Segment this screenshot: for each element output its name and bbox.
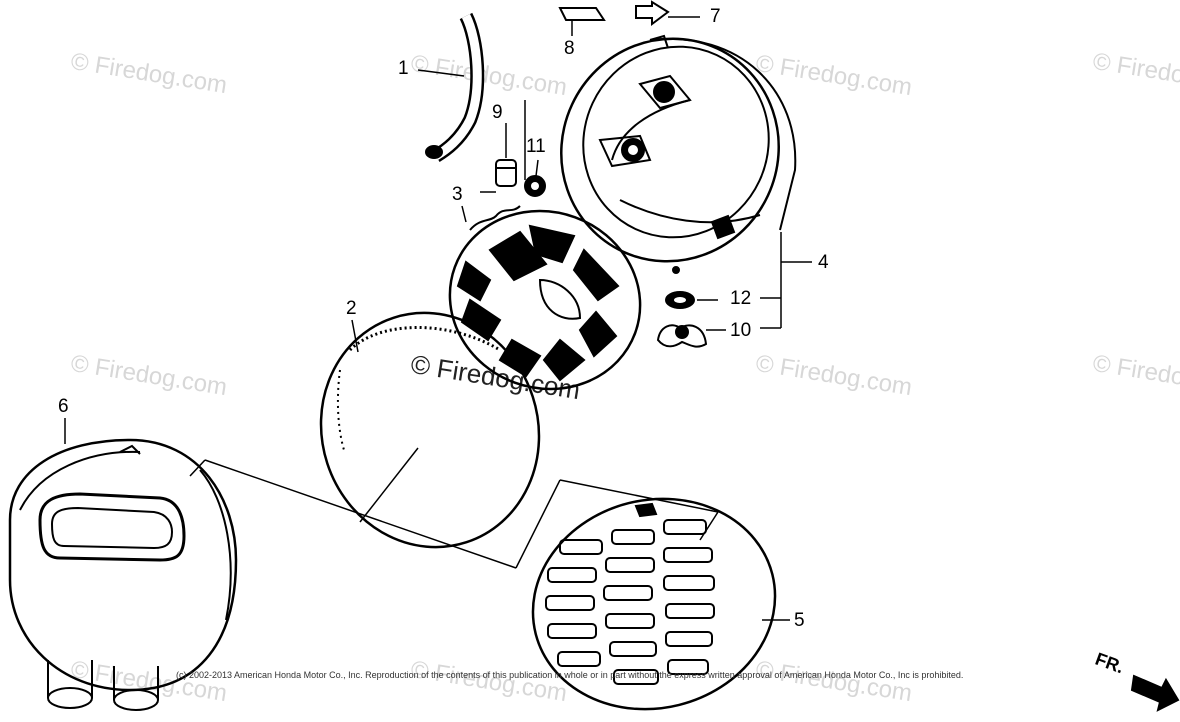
element-holder	[448, 205, 642, 391]
assembly-outline	[189, 459, 719, 569]
callout-12: 12	[730, 288, 752, 309]
screen-grille	[531, 497, 790, 711]
arrow-mark-part	[635, 0, 700, 26]
breather-tube	[417, 12, 485, 163]
filter-element	[319, 311, 541, 549]
copyright-notice: (c) 2002-2013 American Honda Motor Co., …	[176, 670, 964, 680]
callout-2: 2	[346, 298, 357, 319]
callout-8: 8	[564, 38, 575, 59]
washer-part	[665, 291, 718, 309]
callout-9: 9	[492, 102, 503, 123]
callout-3: 3	[452, 184, 463, 205]
callout-7: 7	[710, 6, 721, 27]
callout-4: 4	[818, 252, 829, 273]
callout-6: 6	[58, 396, 69, 417]
callout-10: 10	[730, 320, 752, 341]
callout-5: 5	[794, 610, 805, 631]
air-cleaner-cover	[8, 418, 238, 711]
wing-nut-part	[656, 324, 726, 348]
callout-11: 11	[526, 136, 546, 157]
nut-part	[524, 100, 546, 197]
front-arrow-icon	[1130, 674, 1180, 712]
label-part	[558, 7, 606, 36]
collar-part	[480, 123, 517, 193]
callout-1: 1	[398, 58, 409, 79]
